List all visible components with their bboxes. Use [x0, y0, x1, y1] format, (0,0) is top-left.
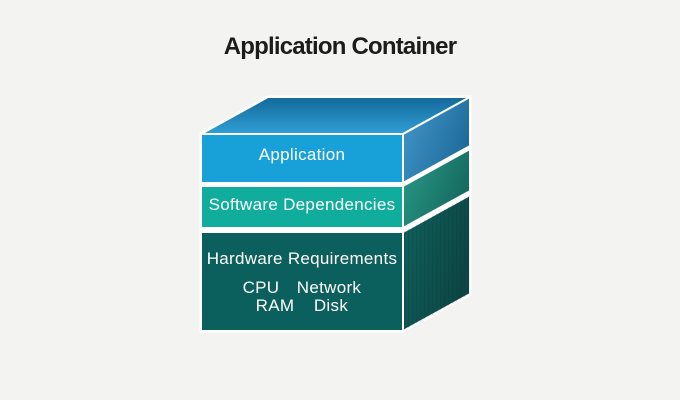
hardware-item-disk: Disk: [314, 296, 348, 315]
software-dependencies-layer-front-face: [200, 185, 404, 229]
application-layer-front-face: [200, 133, 404, 184]
hardware-side-face-texture: [403, 195, 470, 331]
diagram-title: Application Container: [223, 33, 457, 60]
hardware-requirements-layer-label: Hardware Requirements: [207, 249, 398, 268]
hardware-requirements-layer-front-face: [200, 231, 404, 332]
hardware-item-cpu: CPU: [243, 278, 280, 297]
software-dependencies-layer-label: Software Dependencies: [209, 195, 396, 214]
application-layer-label: Application: [259, 145, 345, 164]
hardware-item-network: Network: [297, 278, 362, 297]
hardware-item-ram: RAM: [256, 296, 295, 315]
